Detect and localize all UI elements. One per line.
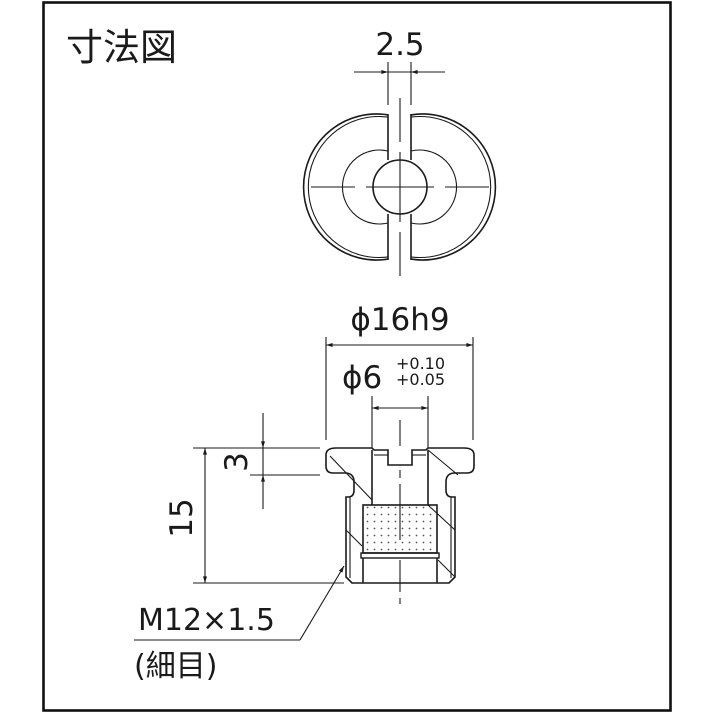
thread-label: M12×1.5: [138, 603, 275, 638]
hatch-line: [345, 529, 363, 547]
outer-ring-inner-left: [307, 115, 389, 259]
thread-note: (細目): [134, 649, 217, 684]
fitting-outline: [325, 447, 475, 584]
height-label: 15: [164, 498, 200, 537]
top-view: 2.5: [302, 27, 497, 276]
retaining-ring: [360, 552, 440, 559]
drawing-frame: [42, 1, 672, 712]
outer-ring-left: [302, 113, 389, 261]
outer-ring-inner-right: [410, 115, 492, 259]
hatch-line: [427, 449, 459, 476]
hatch-line: [437, 559, 456, 578]
hatch-line: [329, 455, 373, 501]
slot-width-label: 2.5: [375, 27, 424, 63]
bore-diameter-label: ϕ6: [342, 360, 382, 396]
side-view: ϕ16h9 ϕ6 +0.10 +0.05: [134, 302, 475, 684]
outer-diameter-label: ϕ16h9: [350, 302, 449, 338]
flange-thickness-label: 3: [219, 452, 255, 472]
bore-tolerance-upper: +0.10: [396, 354, 445, 373]
drawing-title: 寸法図: [66, 26, 177, 69]
thread-leader-line: [299, 565, 345, 641]
bore-tolerance-lower: +0.05: [396, 370, 445, 389]
outer-ring-right: [410, 113, 497, 261]
